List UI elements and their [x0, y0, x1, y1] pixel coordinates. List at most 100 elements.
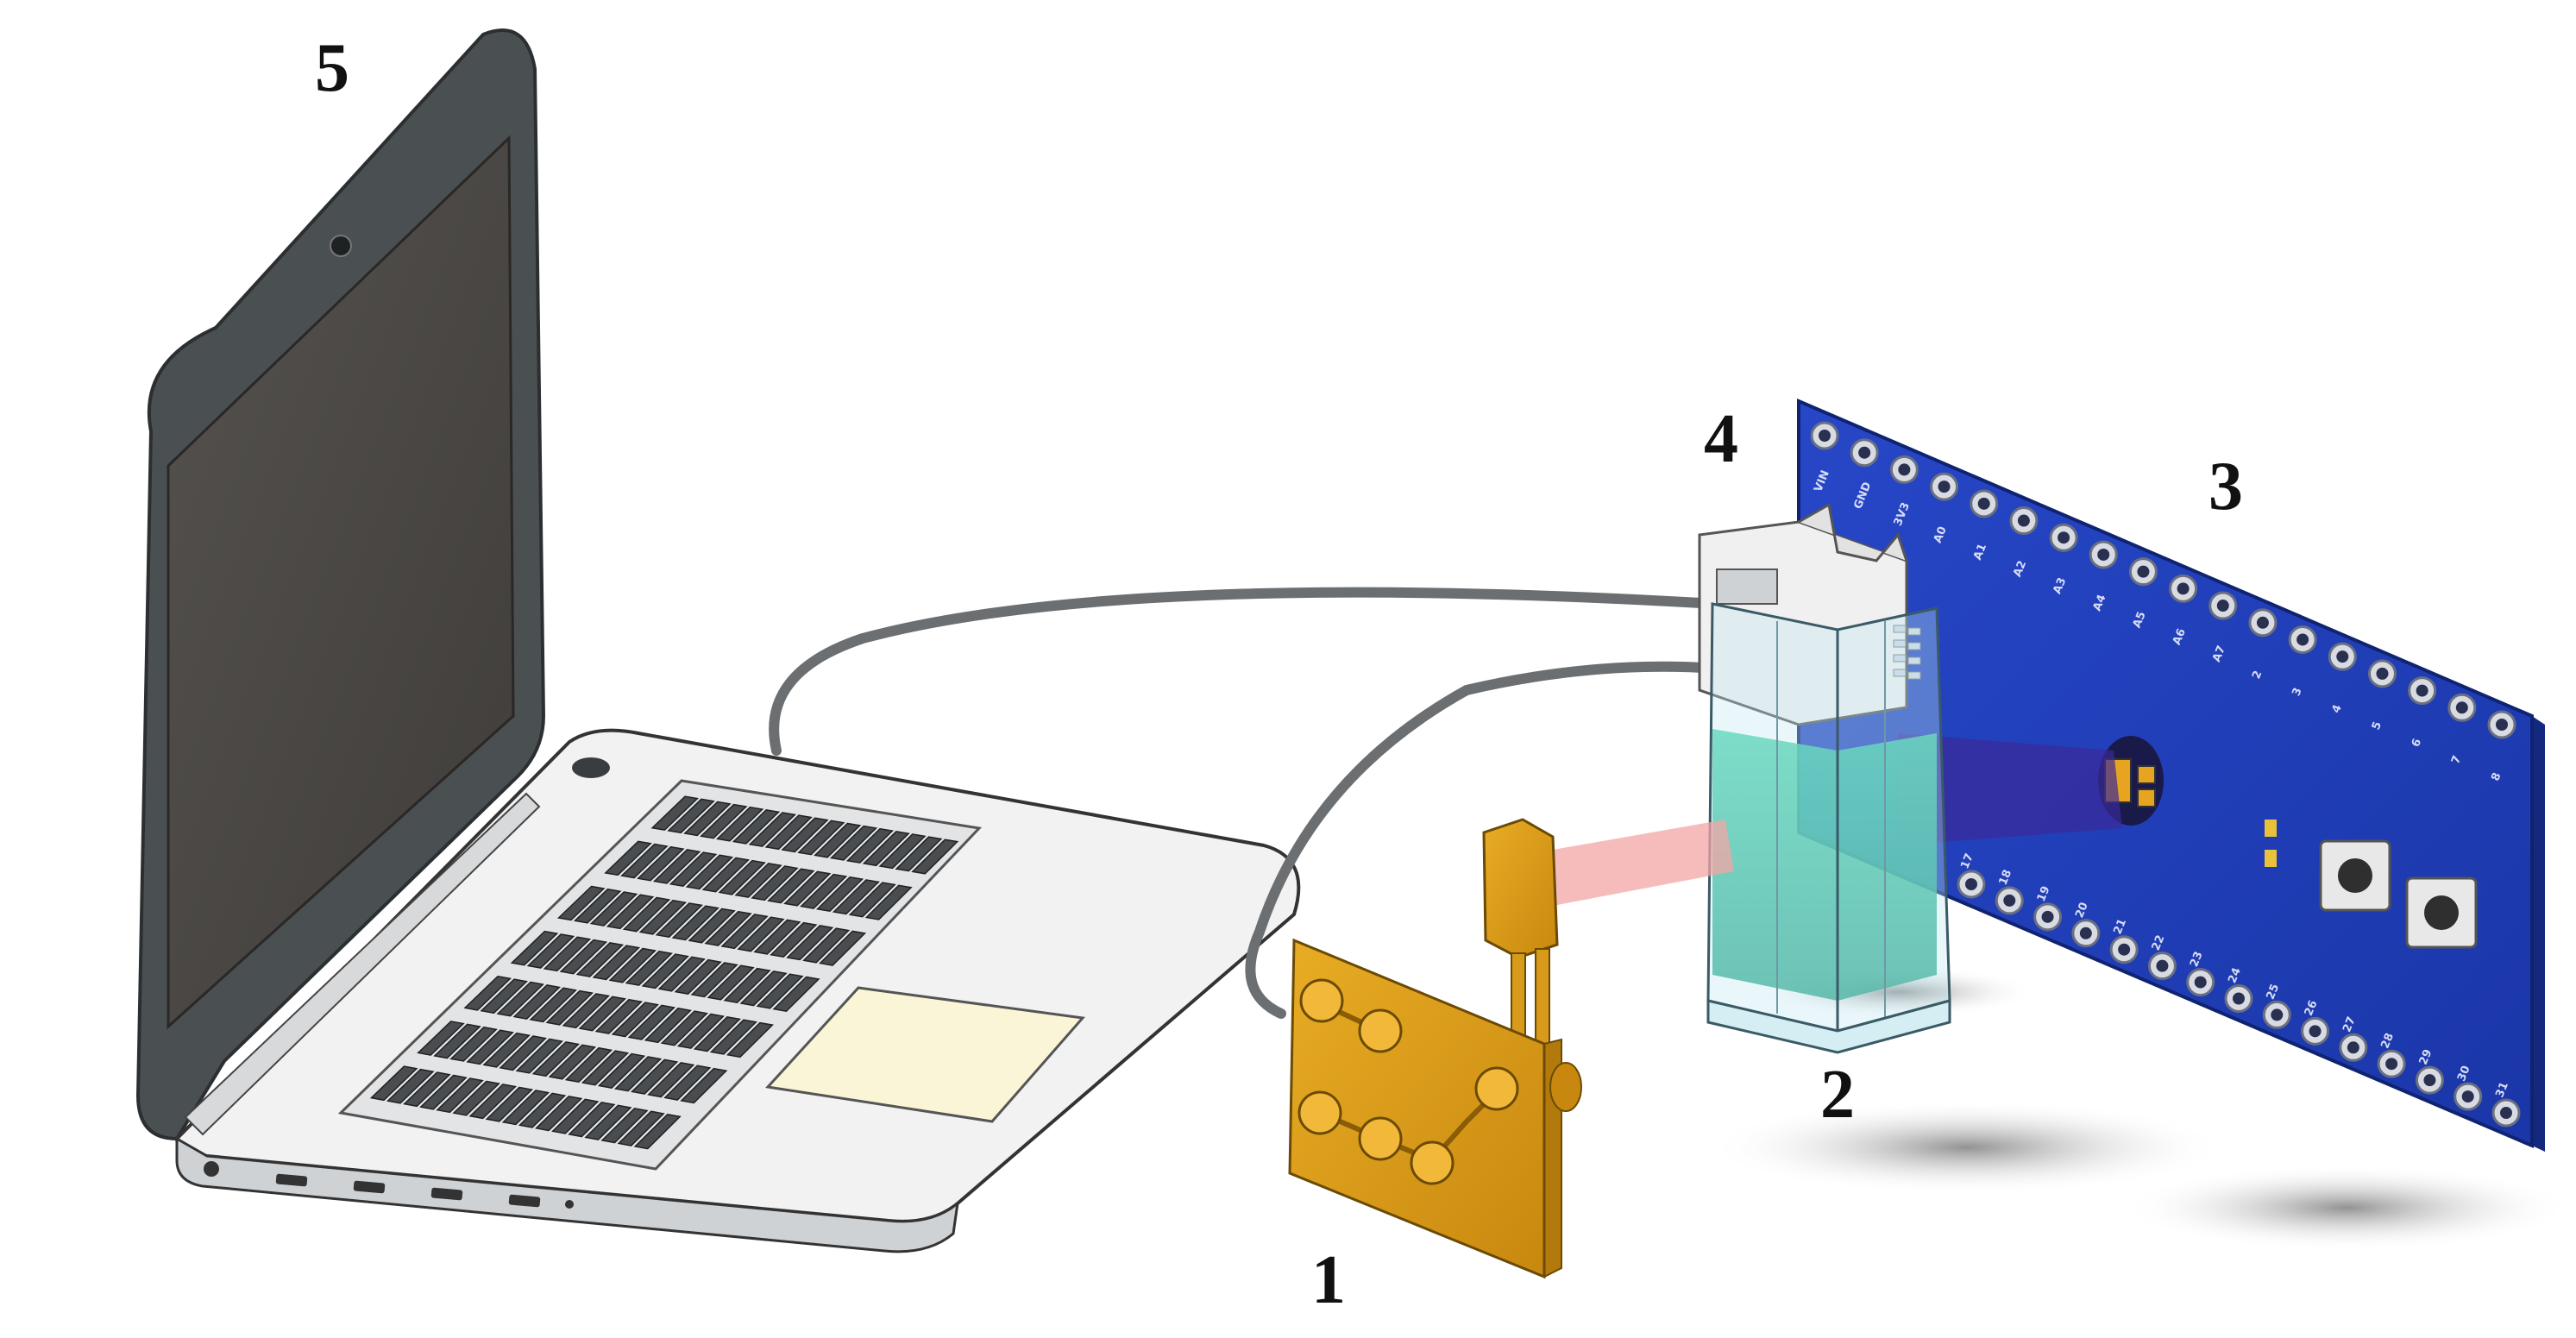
- floor-shadows: [1708, 966, 2571, 1251]
- keyboard-key: [510, 930, 559, 966]
- board-side-edge: [2532, 716, 2545, 1152]
- pin-label: 27: [2340, 1015, 2359, 1034]
- header-pin: 28: [2377, 1031, 2406, 1078]
- header-pin: 21: [2109, 917, 2139, 964]
- keyboard-key: [650, 795, 700, 831]
- keyboard-key: [548, 1044, 597, 1080]
- header-pin: 27: [2339, 1015, 2368, 1062]
- smd-component: [2265, 850, 2277, 867]
- callout-microfluidic-chip: 1: [1311, 1242, 1346, 1318]
- keyboard-key: [637, 845, 685, 882]
- keyboard-key: [764, 814, 813, 851]
- keyboard-key: [772, 976, 820, 1013]
- header-pin: A5: [2128, 557, 2158, 630]
- keyboard-key: [663, 1065, 712, 1101]
- keyboard-key: [726, 1021, 774, 1058]
- keyboard-key: [482, 1032, 531, 1068]
- holder-pin-holes: [1893, 625, 1921, 680]
- laptop-hinge: [184, 792, 541, 1136]
- keyboard-key: [608, 947, 657, 983]
- pin-label: 19: [2035, 884, 2053, 903]
- keyboard-key: [627, 1004, 675, 1040]
- cuvette: [1706, 602, 1951, 1054]
- pin-label: 25: [2265, 983, 2283, 1002]
- keyboard-key: [575, 942, 625, 977]
- keyboard-key: [526, 933, 575, 969]
- header-pin: 2: [2248, 608, 2278, 681]
- keyboard-key: [529, 987, 577, 1023]
- keyboard-key: [620, 843, 669, 879]
- keyboard-key: [512, 984, 562, 1020]
- keyboard-key: [701, 857, 750, 893]
- keyboard-key: [718, 859, 766, 895]
- keyboard-key: [832, 879, 880, 915]
- header-pin: A0: [1930, 472, 1959, 545]
- header-pin: A3: [2049, 523, 2078, 596]
- keyboard-key: [463, 975, 512, 1011]
- keyboard-key: [671, 905, 719, 941]
- keyboard-key: [674, 958, 722, 995]
- keyboard-key: [802, 927, 851, 964]
- header-pin: 18: [1995, 868, 2024, 915]
- power-button-icon: [572, 757, 610, 778]
- pin-label: A2: [2011, 559, 2029, 579]
- keyboard-key: [667, 798, 715, 834]
- keyboard-key: [734, 863, 782, 898]
- pin-label: 24: [2226, 966, 2244, 985]
- pin-label: 20: [2073, 901, 2091, 920]
- pin-label: 28: [2378, 1031, 2397, 1050]
- keyboard-key: [436, 1077, 484, 1114]
- keyboard-key: [911, 839, 959, 875]
- keyboard-key: [644, 1007, 692, 1044]
- keyboard-key: [592, 945, 641, 981]
- laptop-screen: [166, 135, 515, 1030]
- keyboard-key: [556, 885, 606, 921]
- keyboard-key: [573, 888, 622, 924]
- keyboard-key: [594, 998, 643, 1034]
- keyboard-key: [669, 851, 718, 888]
- keyboard-key: [433, 1023, 481, 1059]
- header-pin: 25: [2262, 983, 2291, 1029]
- pin-label: 23: [2188, 950, 2206, 969]
- cuvette-liquid: [1712, 729, 1937, 1001]
- keyboard-key: [704, 910, 752, 946]
- keyboard-key: [403, 1071, 451, 1108]
- keyboard-key: [638, 899, 688, 935]
- keyboard-key: [732, 809, 781, 845]
- usb-port-icon: [430, 1187, 463, 1201]
- keyboard-key: [647, 1062, 695, 1098]
- laser-post: [1535, 948, 1550, 1049]
- keyboard-key: [660, 1010, 708, 1046]
- keyboard-key: [864, 884, 913, 920]
- header-pin: 29: [2415, 1047, 2444, 1095]
- pin-label: A5: [2131, 610, 2149, 630]
- keyboard-key: [625, 950, 673, 986]
- webcam-icon: [330, 235, 352, 257]
- keyboard-key: [589, 891, 638, 927]
- keyboard-key: [878, 833, 927, 870]
- header-pin: 24: [2224, 966, 2253, 1013]
- keyboard-key: [584, 1104, 632, 1140]
- keyboard-key: [690, 962, 738, 998]
- keyboard-key: [466, 1029, 514, 1065]
- pin-label: A6: [2171, 627, 2189, 647]
- keyboard-key: [767, 868, 815, 904]
- keyboard-key: [683, 801, 732, 837]
- keyboard-key: [739, 971, 788, 1007]
- header-pin: 22: [2147, 933, 2177, 981]
- keyboard-key: [564, 1046, 613, 1084]
- touchpad: [765, 986, 1085, 1123]
- pin-label: A4: [2091, 593, 2109, 612]
- pin-label: A1: [1971, 542, 1989, 562]
- keyboard-key: [559, 939, 608, 975]
- usb-port-icon: [508, 1194, 541, 1208]
- callout-holder: 4: [1704, 401, 1738, 477]
- keyboard-key: [815, 876, 864, 913]
- keyboard-key: [568, 1102, 616, 1138]
- keyboard-key: [700, 803, 748, 839]
- keyboard-key: [613, 1056, 663, 1092]
- laptop-side-ports: [204, 1161, 574, 1209]
- keyboard-key: [531, 1041, 581, 1077]
- header-pin: 31: [2491, 1080, 2521, 1128]
